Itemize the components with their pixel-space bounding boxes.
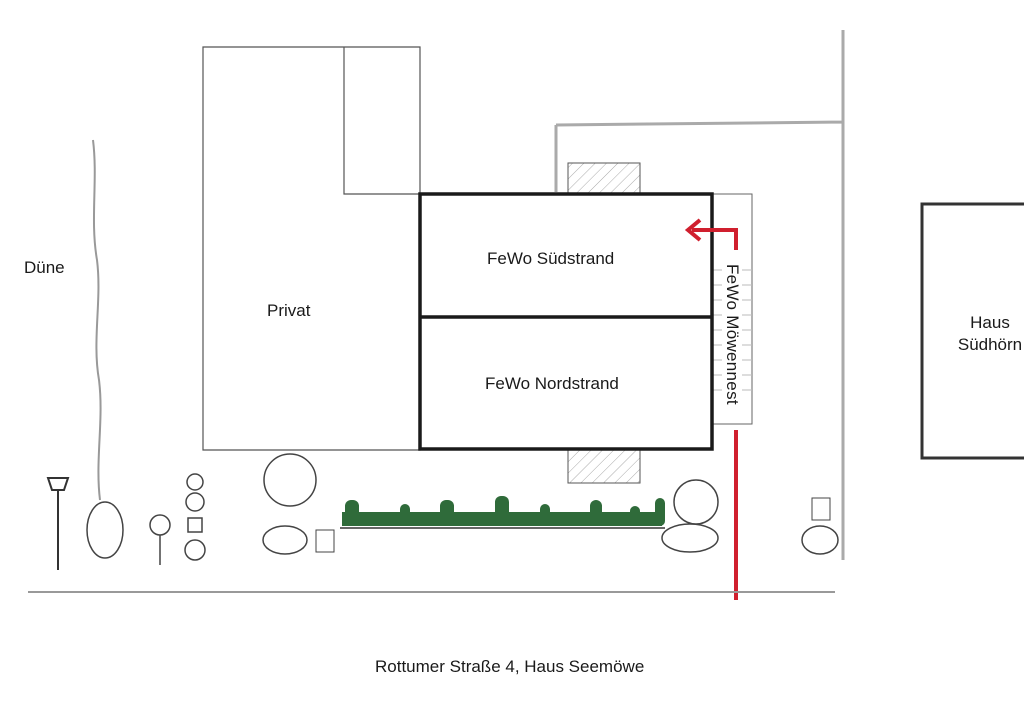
hedge-fence (342, 496, 665, 526)
planter-icon (811, 497, 831, 521)
property-boundary (554, 30, 845, 560)
bush-icon (86, 453, 839, 559)
apartment-building (418, 192, 714, 451)
unit-moewennest-label: FeWo Möwennest (722, 262, 742, 407)
street-lamp-icon (46, 477, 70, 570)
dune-label: Düne (24, 258, 65, 277)
neighbor-house-label: Haus Südhörn (930, 312, 1024, 356)
private-label: Privat (267, 301, 311, 320)
private-building (202, 46, 421, 451)
bike-sign-icon (149, 514, 171, 565)
terrace-north (567, 448, 641, 484)
terrace-south (567, 162, 641, 194)
neighbor-house-line2: Südhörn (957, 335, 1023, 354)
unit-south-label: FeWo Südstrand (487, 249, 615, 268)
neighbor-house-outline (920, 202, 1024, 460)
address-label: Rottumer Straße 4, Haus Seemöwe (375, 657, 645, 676)
topiary-icon (184, 473, 206, 561)
planter-icon (315, 529, 335, 553)
neighbor-house-line1: Haus (970, 313, 1010, 332)
unit-north-label: FeWo Nordstrand (485, 374, 619, 393)
dune-line (92, 139, 102, 501)
entrance-arrow (684, 218, 738, 600)
